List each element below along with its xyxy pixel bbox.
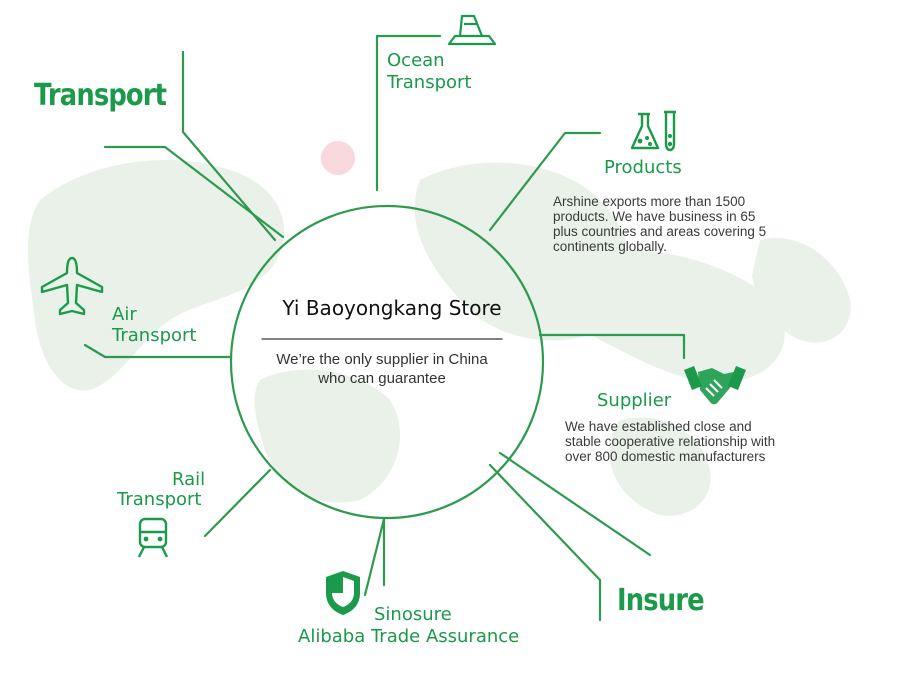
line-insure <box>488 463 602 622</box>
line-ocean <box>375 34 442 192</box>
center-circle <box>229 204 545 520</box>
sinosure-label-line1: Sinosure <box>374 604 452 625</box>
ocean-label-line2: Transport <box>387 72 472 93</box>
products-description: Arshine exports more than 1500 products.… <box>553 194 767 254</box>
line-transport <box>181 50 277 242</box>
products-label: Products <box>604 157 682 178</box>
rail-label-line2: Transport <box>117 489 202 510</box>
line-sinosure <box>363 517 386 597</box>
line-rail <box>203 468 272 538</box>
sinosure-label-line2: Alibaba Trade Assurance <box>298 626 520 647</box>
line-insure-inner <box>498 451 652 557</box>
line-products <box>488 131 602 232</box>
airplane-icon <box>40 256 104 316</box>
store-title: Yi Baoyongkang Store <box>282 296 502 320</box>
lab-flask-icon <box>630 110 676 152</box>
supplier-label: Supplier <box>597 390 672 411</box>
ocean-label-line1: Ocean <box>387 50 445 71</box>
train-icon <box>137 517 169 558</box>
transport-heading: Transport <box>34 78 167 113</box>
ship-icon <box>447 14 497 46</box>
air-label-line1: Air <box>112 304 137 325</box>
line-transport-inner <box>103 145 285 239</box>
handshake-icon <box>684 366 746 405</box>
line-air <box>83 343 233 359</box>
insure-heading: Insure <box>617 583 705 618</box>
air-label-line2: Transport <box>112 325 197 346</box>
supplier-description: We have established close and stable coo… <box>565 419 776 464</box>
rail-label-line1: Rail <box>172 469 206 490</box>
shield-icon <box>326 571 360 615</box>
center-subtitle: We’re the only supplier in China who can… <box>276 351 488 387</box>
line-supplier <box>538 333 686 360</box>
